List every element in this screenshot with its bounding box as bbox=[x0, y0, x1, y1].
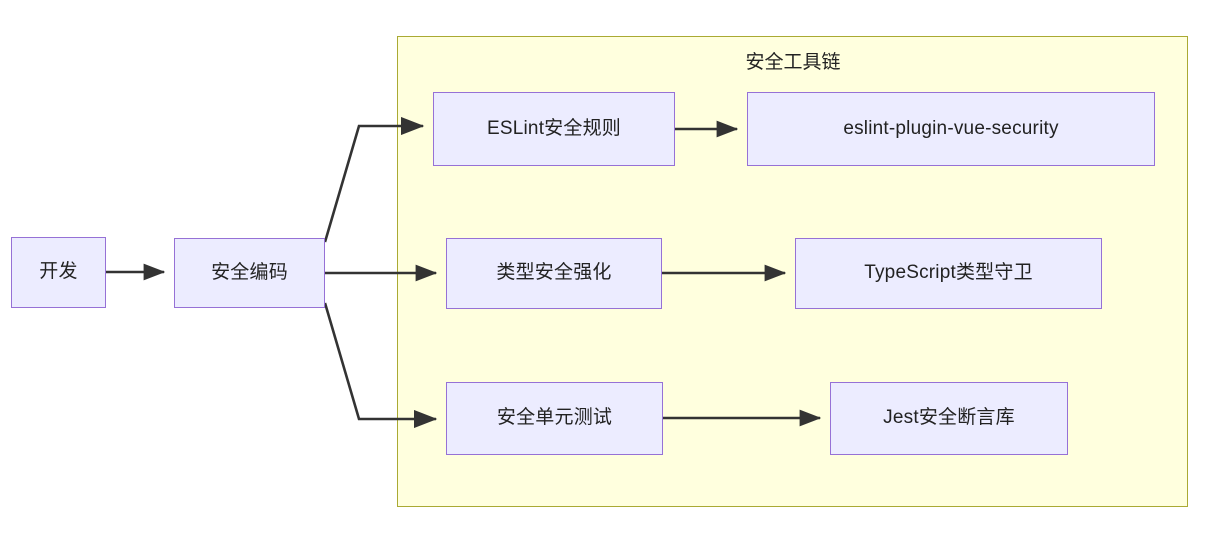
node-label-dev: 开发 bbox=[39, 261, 78, 283]
cluster-title-security-toolchain: 安全工具链 bbox=[745, 52, 841, 73]
node-type-safety-hardening[interactable]: 类型安全强化 bbox=[446, 238, 662, 309]
node-typescript-type-guard[interactable]: TypeScript类型守卫 bbox=[795, 238, 1102, 309]
node-label-jest-security-assertions: Jest安全断言库 bbox=[883, 407, 1015, 429]
node-label-secure-coding: 安全编码 bbox=[211, 261, 288, 283]
node-secure-coding[interactable]: 安全编码 bbox=[174, 238, 325, 308]
node-security-unit-test[interactable]: 安全单元测试 bbox=[446, 382, 663, 455]
node-label-security-unit-test: 安全单元测试 bbox=[496, 407, 613, 429]
node-dev[interactable]: 开发 bbox=[11, 237, 106, 308]
node-label-eslint-plugin-vue-security: eslint-plugin-vue-security bbox=[843, 117, 1059, 139]
node-label-typescript-type-guard: TypeScript类型守卫 bbox=[864, 262, 1033, 284]
node-label-eslint-security-rules: ESLint安全规则 bbox=[487, 117, 621, 139]
node-eslint-security-rules[interactable]: ESLint安全规则 bbox=[433, 92, 675, 166]
node-jest-security-assertions[interactable]: Jest安全断言库 bbox=[830, 382, 1068, 455]
node-eslint-plugin-vue-security[interactable]: eslint-plugin-vue-security bbox=[747, 92, 1155, 166]
node-label-type-safety-hardening: 类型安全强化 bbox=[496, 262, 612, 284]
